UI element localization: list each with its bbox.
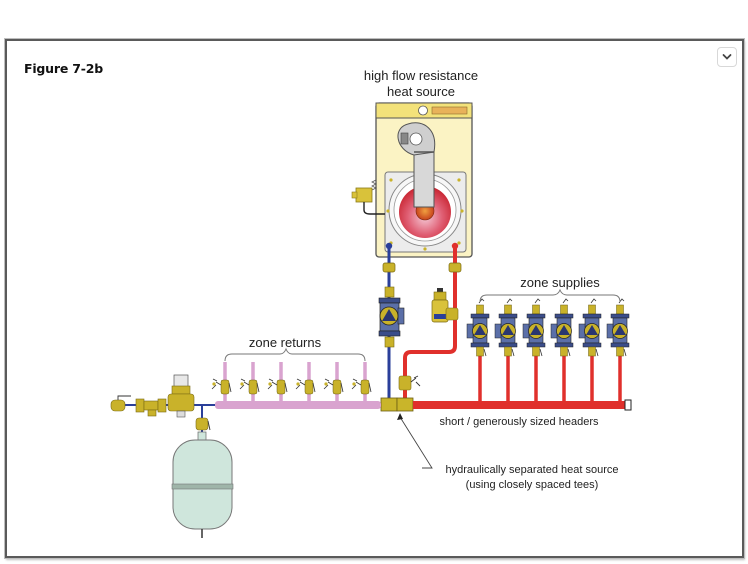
zone-return-valve bbox=[295, 362, 316, 402]
heat-source-label-line1: high flow resistance bbox=[364, 68, 478, 83]
zone-return-valve bbox=[211, 362, 232, 402]
callout-label-line2: (using closely spaced tees) bbox=[466, 479, 599, 491]
zone-supplies-brace bbox=[479, 288, 621, 303]
callout-label-line1: hydraulically separated heat source bbox=[445, 464, 618, 476]
chevron-down-icon bbox=[722, 54, 732, 60]
boiler-supply-pipe bbox=[403, 242, 459, 404]
headers-label: short / generously sized headers bbox=[440, 416, 599, 428]
expansion-tank bbox=[171, 431, 234, 538]
make-up-water-assembly bbox=[110, 374, 215, 432]
zone-return-valve bbox=[351, 362, 372, 402]
heat-source-label-line2: heat source bbox=[387, 84, 455, 99]
zone-return-valve bbox=[323, 362, 344, 402]
supply-purge-valve bbox=[398, 375, 421, 391]
zone-supplies-label: zone supplies bbox=[520, 275, 600, 290]
boiler bbox=[351, 102, 473, 258]
union-supply bbox=[448, 262, 462, 273]
figure-menu-button[interactable] bbox=[717, 47, 737, 67]
zone-return-valve bbox=[239, 362, 260, 402]
zone-supply-circulator bbox=[494, 298, 518, 405]
supply-header bbox=[413, 399, 632, 411]
zone-return-valves bbox=[211, 362, 372, 402]
air-vent bbox=[431, 288, 459, 323]
zone-supply-circulator bbox=[606, 298, 630, 405]
figure-title: Figure 7-2b bbox=[24, 61, 103, 76]
union-return bbox=[382, 262, 396, 273]
closely-spaced-tees bbox=[380, 397, 414, 412]
boiler-circulator bbox=[378, 286, 405, 348]
zone-returns-brace bbox=[224, 347, 366, 362]
zone-supply-circulator bbox=[466, 298, 490, 405]
zone-supply-circulator bbox=[578, 298, 602, 405]
zone-return-valve bbox=[267, 362, 288, 402]
zone-supply-circulators bbox=[466, 298, 630, 405]
tee-callout bbox=[397, 413, 433, 469]
zone-supply-circulator bbox=[550, 298, 574, 405]
figure-frame: Figure 7-2b bbox=[5, 39, 744, 558]
zone-returns-label: zone returns bbox=[249, 335, 322, 350]
zone-supply-circulator bbox=[522, 298, 546, 405]
return-header bbox=[215, 401, 381, 409]
